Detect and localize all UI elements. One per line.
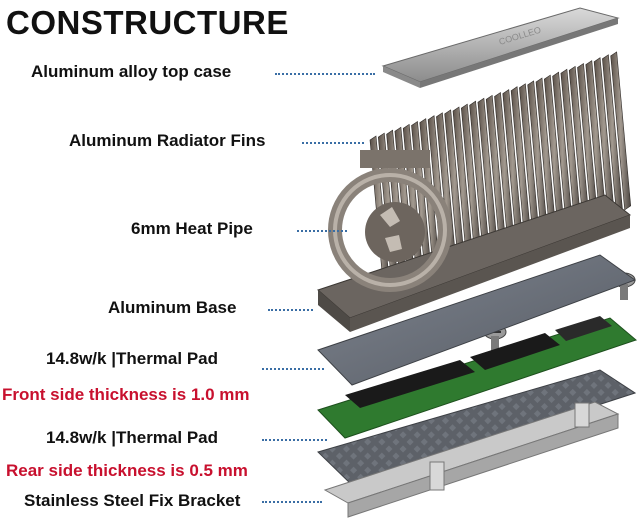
page-title: CONSTRUCTURE bbox=[6, 4, 289, 41]
label-fix-bracket: Stainless Steel Fix Bracket bbox=[24, 491, 241, 510]
leader-dots bbox=[302, 142, 364, 144]
label-thermal-pad-rear: 14.8w/k |Thermal Pad bbox=[46, 428, 219, 447]
radiator-fin bbox=[610, 51, 632, 211]
fix-bracket bbox=[323, 401, 620, 518]
label-aluminum-base: Aluminum Base bbox=[108, 298, 237, 317]
label-front-thickness: Front side thickness is 1.0 mm bbox=[2, 385, 250, 404]
leader-dots bbox=[275, 73, 375, 75]
label-heat-pipe: 6mm Heat Pipe bbox=[131, 219, 253, 238]
top-case: COOLLEO bbox=[381, 7, 620, 88]
leader-dots bbox=[297, 230, 347, 232]
thermal-pad-front bbox=[317, 254, 637, 386]
label-top-case: Aluminum alloy top case bbox=[31, 62, 232, 81]
label-rear-thickness: Rear side thickness is 0.5 mm bbox=[6, 461, 248, 480]
label-thermal-pad-front: 14.8w/k |Thermal Pad bbox=[46, 349, 219, 368]
label-radiator-fins: Aluminum Radiator Fins bbox=[69, 131, 266, 150]
ssd-board bbox=[317, 316, 637, 439]
leader-dots bbox=[262, 439, 327, 441]
thermal-pad-rear bbox=[317, 369, 637, 486]
leader-dots bbox=[262, 368, 324, 370]
leader-dots bbox=[268, 309, 313, 311]
leader-dots bbox=[262, 501, 322, 503]
